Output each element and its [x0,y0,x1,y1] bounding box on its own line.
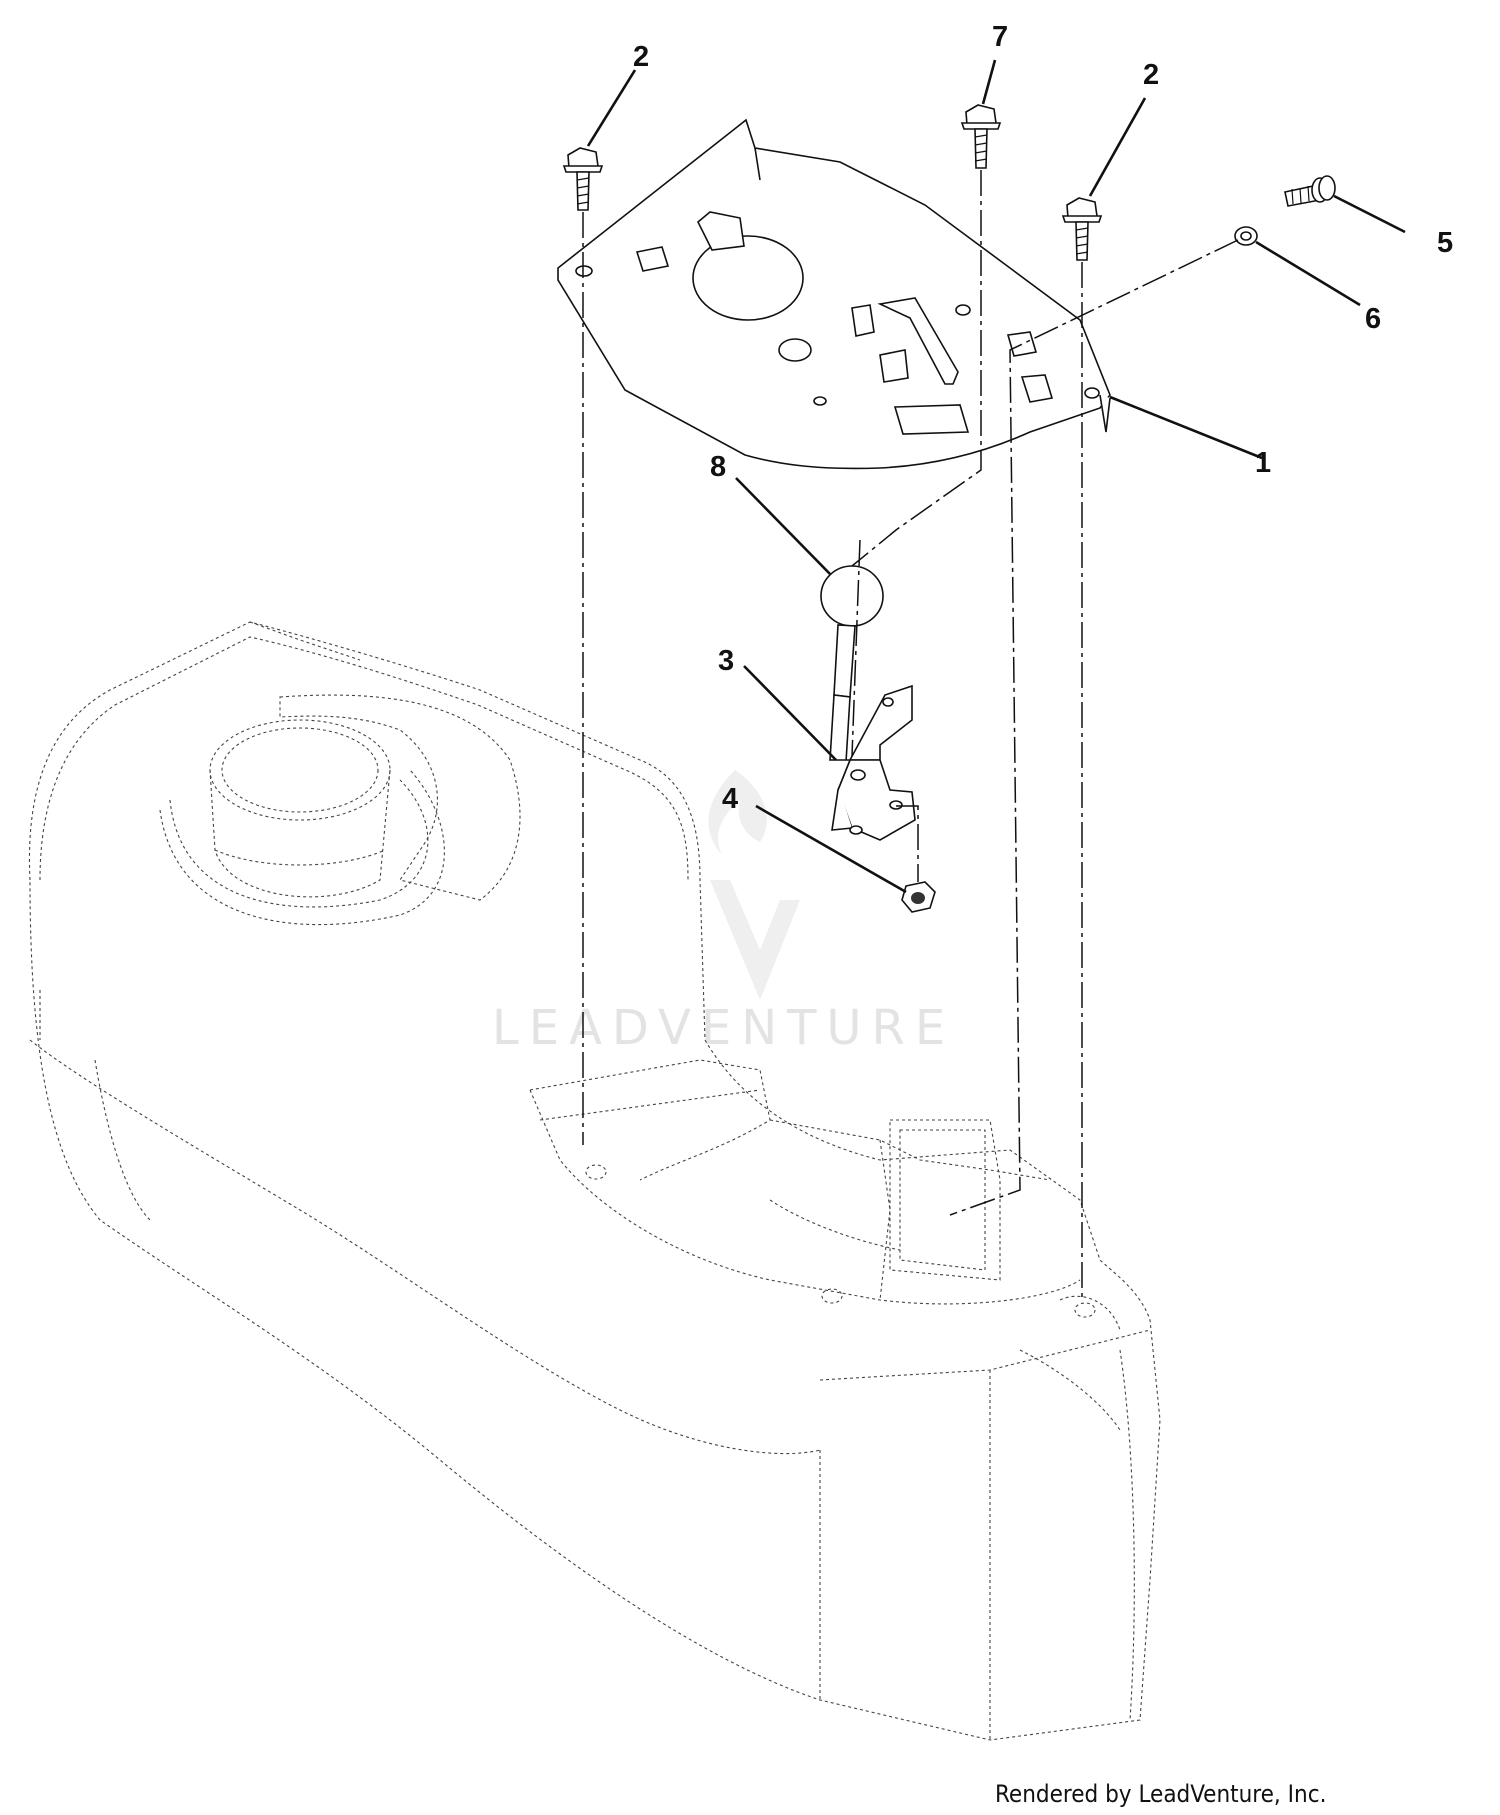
callout-3: 3 [718,645,734,677]
screw [1284,175,1336,207]
nut [901,881,936,913]
footer-credit: Rendered by LeadVenture, Inc. [995,1780,1326,1808]
callout-2-left: 2 [633,41,649,73]
shift-lever-bracket [830,684,916,841]
shift-knob [820,565,884,763]
callouts: 1 2 2 3 4 5 6 7 8 [633,21,1453,815]
callout-4: 4 [722,783,738,815]
callout-5: 5 [1437,227,1453,259]
callout-1: 1 [1255,447,1271,479]
bolt-left [562,147,604,211]
console-housing [28,621,1161,1741]
washer [1234,226,1258,246]
control-panel-plate [557,118,1111,470]
watermark-text: LEADVENTURE [492,1000,955,1056]
leader-lines [586,59,1406,894]
callout-7: 7 [992,21,1008,53]
assembly-lines [582,170,1239,1300]
bolt-center [960,104,1002,169]
leadventure-logo-watermark [708,770,800,1000]
callout-6: 6 [1365,303,1381,335]
bolt-right [1061,197,1103,261]
callout-8: 8 [710,451,726,483]
callout-2-right: 2 [1143,59,1159,91]
